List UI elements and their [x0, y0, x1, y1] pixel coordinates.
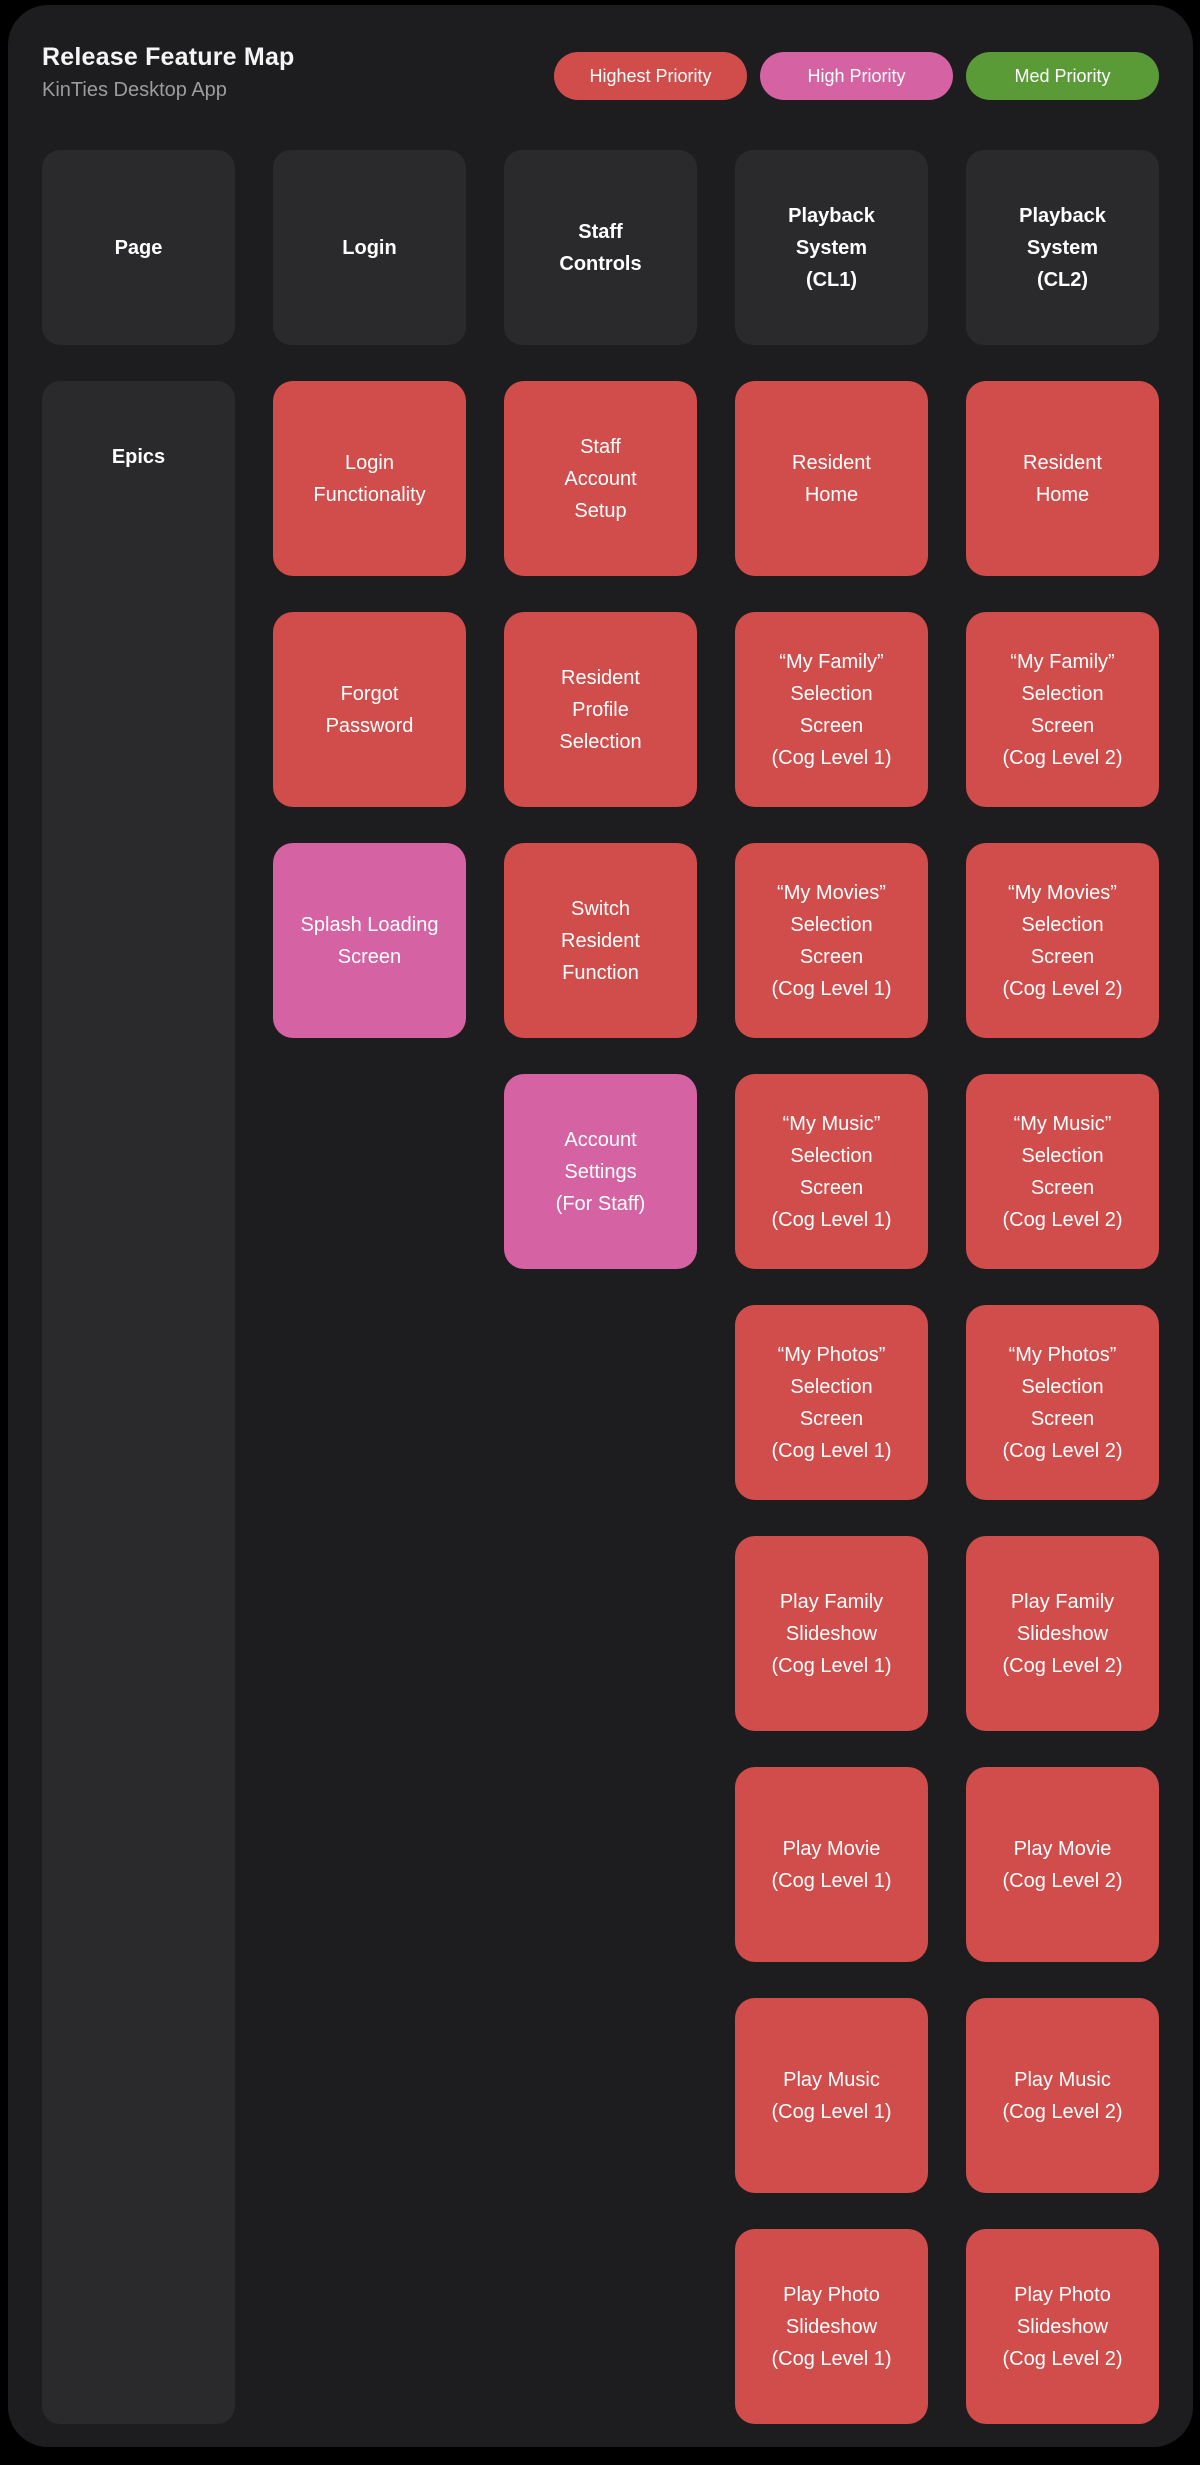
card-label: Play Movie (Cog Level 2)	[1002, 1837, 1123, 1892]
page-title: Release Feature Map	[42, 43, 295, 71]
card-my-movies-selection-cl1[interactable]: “My Movies” Selection Screen (Cog Level …	[735, 843, 928, 1038]
legend-badge-label: Med Priority	[1014, 65, 1111, 86]
card-my-music-selection-cl2[interactable]: “My Music” Selection Screen (Cog Level 2…	[966, 1074, 1159, 1269]
card-splash-loading-screen[interactable]: Splash Loading Screen	[273, 843, 466, 1038]
column-header-label: Playback System (CL1)	[788, 204, 875, 291]
priority-legend: Highest Priority High Priority Med Prior…	[554, 52, 1159, 100]
column-header-playback-system-cl1[interactable]: Playback System (CL1)	[735, 150, 928, 345]
card-label: Splash Loading Screen	[300, 913, 439, 968]
card-play-photo-slideshow-cl2[interactable]: Play Photo Slideshow (Cog Level 2)	[966, 2229, 1159, 2424]
legend-badge-label: Highest Priority	[589, 65, 712, 86]
column-header-label: Playback System (CL2)	[1019, 204, 1106, 291]
card-play-music-cl2[interactable]: Play Music (Cog Level 2)	[966, 1998, 1159, 2193]
card-label: “My Family” Selection Screen (Cog Level …	[771, 650, 892, 769]
column-header-playback-system-cl2[interactable]: Playback System (CL2)	[966, 150, 1159, 345]
card-my-music-selection-cl1[interactable]: “My Music” Selection Screen (Cog Level 1…	[735, 1074, 928, 1269]
column-header-staff-controls[interactable]: Staff Controls	[504, 150, 697, 345]
card-resident-home-cl1[interactable]: Resident Home	[735, 381, 928, 576]
card-my-family-selection-cl2[interactable]: “My Family” Selection Screen (Cog Level …	[966, 612, 1159, 807]
column-header-label: Login	[342, 236, 397, 259]
legend-badge-med-priority[interactable]: Med Priority	[966, 52, 1159, 100]
card-label: Resident Home	[792, 451, 871, 506]
card-resident-profile-selection[interactable]: Resident Profile Selection	[504, 612, 697, 807]
topbar: Release Feature Map KinTies Desktop App …	[42, 42, 1159, 102]
card-login-functionality[interactable]: Login Functionality	[273, 381, 466, 576]
card-label: Switch Resident Function	[561, 897, 640, 984]
card-label: Play Family Slideshow (Cog Level 2)	[1002, 1590, 1123, 1677]
column-header-page[interactable]: Page	[42, 150, 235, 345]
card-my-photos-selection-cl2[interactable]: “My Photos” Selection Screen (Cog Level …	[966, 1305, 1159, 1500]
legend-badge-highest-priority[interactable]: Highest Priority	[554, 52, 747, 100]
card-account-settings-for-staff[interactable]: Account Settings (For Staff)	[504, 1074, 697, 1269]
card-label: “My Photos” Selection Screen (Cog Level …	[771, 1343, 892, 1462]
feature-map-panel: Release Feature Map KinTies Desktop App …	[8, 5, 1193, 2447]
card-label: Staff Account Setup	[564, 435, 637, 522]
card-label: Login Functionality	[313, 451, 426, 506]
card-play-family-slideshow-cl2[interactable]: Play Family Slideshow (Cog Level 2)	[966, 1536, 1159, 1731]
card-play-movie-cl2[interactable]: Play Movie (Cog Level 2)	[966, 1767, 1159, 1962]
column-header-label: Staff Controls	[559, 220, 642, 275]
card-label: Resident Home	[1023, 451, 1102, 506]
card-play-photo-slideshow-cl1[interactable]: Play Photo Slideshow (Cog Level 1)	[735, 2229, 928, 2424]
epics-label: Epics	[111, 446, 166, 468]
card-play-music-cl1[interactable]: Play Music (Cog Level 1)	[735, 1998, 928, 2193]
card-label: “My Family” Selection Screen (Cog Level …	[1002, 650, 1123, 769]
card-label: Resident Profile Selection	[559, 666, 642, 753]
card-label: “My Photos” Selection Screen (Cog Level …	[1002, 1343, 1123, 1462]
card-label: Play Photo Slideshow (Cog Level 2)	[1002, 2283, 1123, 2370]
feature-map-board: Page Login Staff Controls Playback Syste…	[42, 150, 1159, 2424]
column-header-label: Page	[114, 236, 163, 259]
card-label: Forgot Password	[325, 682, 414, 737]
card-my-photos-selection-cl1[interactable]: “My Photos” Selection Screen (Cog Level …	[735, 1305, 928, 1500]
card-switch-resident-function[interactable]: Switch Resident Function	[504, 843, 697, 1038]
card-my-family-selection-cl1[interactable]: “My Family” Selection Screen (Cog Level …	[735, 612, 928, 807]
card-label: “My Music” Selection Screen (Cog Level 1…	[771, 1112, 892, 1231]
card-play-movie-cl1[interactable]: Play Movie (Cog Level 1)	[735, 1767, 928, 1962]
column-header-login[interactable]: Login	[273, 150, 466, 345]
card-label: “My Music” Selection Screen (Cog Level 2…	[1002, 1112, 1123, 1231]
card-label: Play Music (Cog Level 2)	[1002, 2068, 1123, 2123]
card-staff-account-setup[interactable]: Staff Account Setup	[504, 381, 697, 576]
card-my-movies-selection-cl2[interactable]: “My Movies” Selection Screen (Cog Level …	[966, 843, 1159, 1038]
card-label: “My Movies” Selection Screen (Cog Level …	[1002, 881, 1123, 1000]
card-label: Play Movie (Cog Level 1)	[771, 1837, 892, 1892]
card-resident-home-cl2[interactable]: Resident Home	[966, 381, 1159, 576]
title-block: Release Feature Map KinTies Desktop App	[42, 42, 295, 102]
card-forgot-password[interactable]: Forgot Password	[273, 612, 466, 807]
legend-badge-high-priority[interactable]: High Priority	[760, 52, 953, 100]
card-label: Account Settings (For Staff)	[555, 1128, 646, 1215]
page-subtitle: KinTies Desktop App	[42, 79, 227, 101]
legend-badge-label: High Priority	[807, 65, 906, 86]
card-label: Play Photo Slideshow (Cog Level 1)	[771, 2283, 892, 2370]
card-label: Play Music (Cog Level 1)	[771, 2068, 892, 2123]
card-play-family-slideshow-cl1[interactable]: Play Family Slideshow (Cog Level 1)	[735, 1536, 928, 1731]
epics-row-label-box[interactable]: Epics	[42, 381, 235, 2424]
card-label: Play Family Slideshow (Cog Level 1)	[771, 1590, 892, 1677]
card-label: “My Movies” Selection Screen (Cog Level …	[771, 881, 892, 1000]
